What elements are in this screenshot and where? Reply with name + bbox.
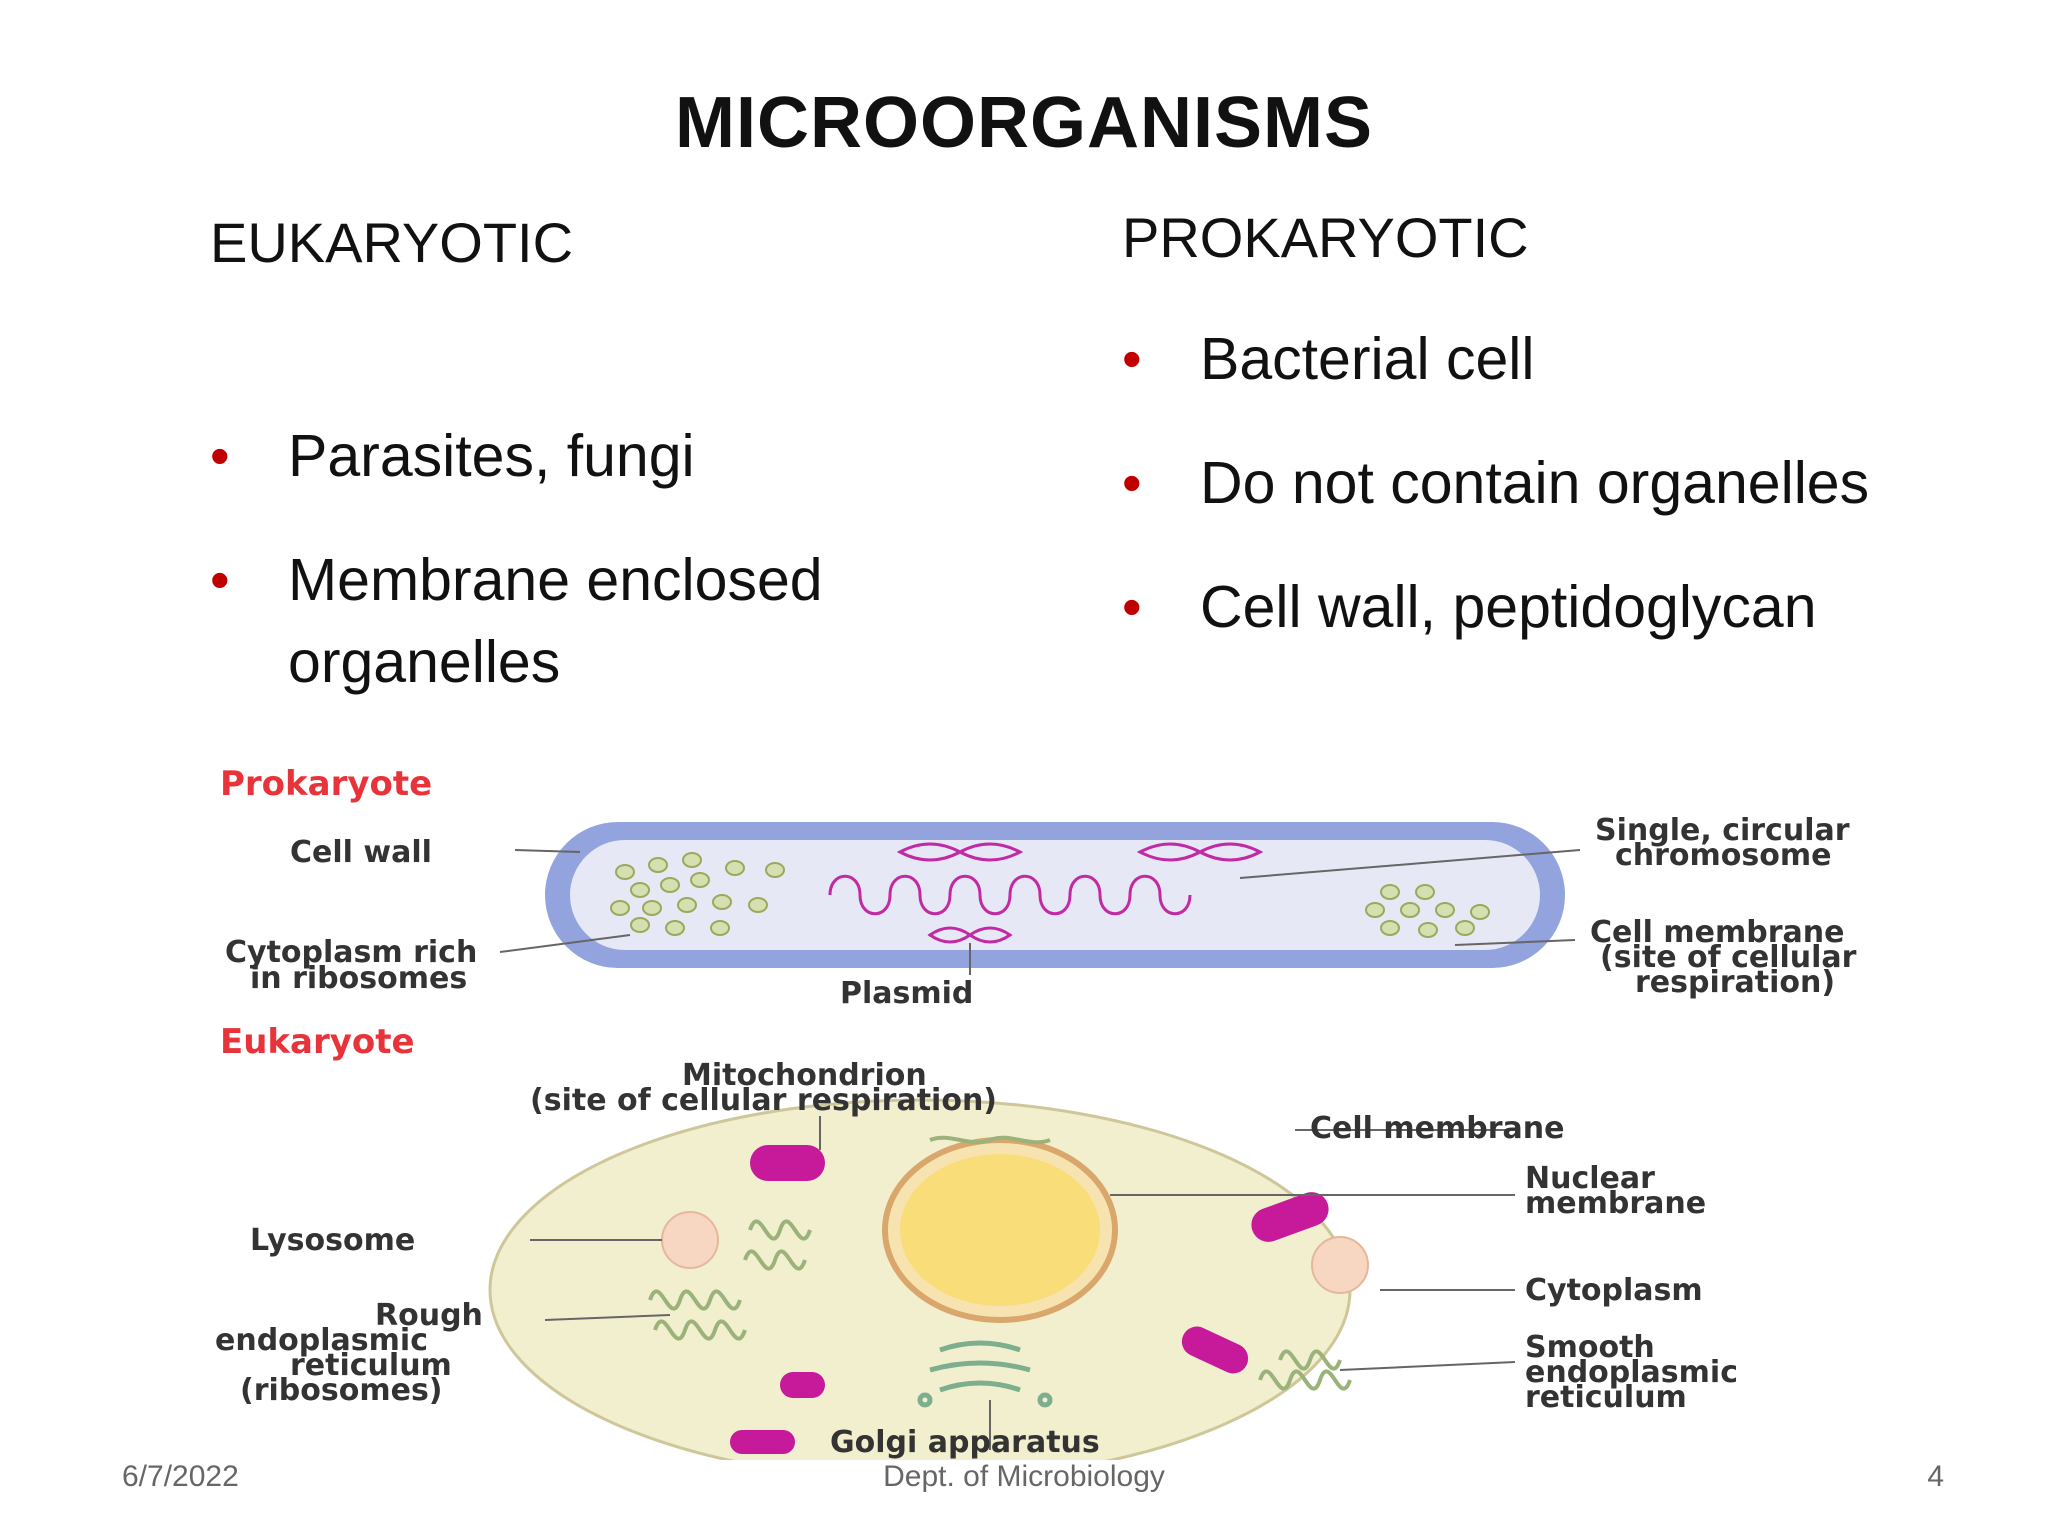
- chromosome-loop-right: [1136, 842, 1264, 862]
- bullet-icon: •: [210, 548, 230, 611]
- label-rough-er-line-3: reticulum: [290, 1348, 452, 1383]
- bullet-text: Cell wall, peptidoglycan: [1200, 574, 1817, 640]
- mitochondria: [730, 1145, 1329, 1454]
- label-chromosome-line-1: Single, circular: [1595, 813, 1850, 848]
- bullet-text: Do not contain organelles: [1200, 450, 1870, 516]
- bullet-icon: •: [210, 424, 230, 487]
- endoplasmic-reticulum: [648, 1135, 1352, 1391]
- prokaryote-cytoplasm: [570, 840, 1540, 950]
- list-item: • Do not contain organelles: [1122, 442, 1982, 524]
- cytoplasm-pointer: [499, 934, 631, 953]
- ribosome-cluster-right: [1365, 884, 1490, 938]
- label-rough-er-line-1: Rough: [375, 1298, 483, 1333]
- label-nuclear-membrane-line-1: Nuclear: [1525, 1161, 1655, 1196]
- label-smooth-er-line-3: reticulum: [1525, 1380, 1687, 1415]
- cell-comparison-diagram: Prokaryote Cell wall: [200, 760, 1980, 1460]
- eukaryotic-column: EUKARYOTIC • Parasites, fungi • Membrane e…: [210, 210, 1070, 745]
- golgi-apparatus-shape: [917, 1340, 1053, 1408]
- lysosome-right: [1311, 1236, 1369, 1294]
- prokaryotic-heading: PROKARYOTIC: [1122, 206, 1529, 269]
- label-lysosome: Lysosome: [250, 1223, 415, 1258]
- label-nuclear-membrane-line-2: membrane: [1525, 1186, 1706, 1221]
- bullet-icon: •: [1122, 327, 1142, 390]
- label-cell-membrane-line-2: (site of cellular: [1600, 940, 1857, 975]
- slide-title: MICROORGANISMS: [675, 83, 1373, 163]
- label-chromosome-line-2: chromosome: [1615, 838, 1832, 873]
- label-cytoplasm-line-2: in ribosomes: [250, 961, 467, 996]
- list-item: • Parasites, fungi: [210, 415, 1070, 497]
- smooth-er-pointer: [1339, 1361, 1516, 1371]
- label-smooth-er-line-1: Smooth: [1525, 1330, 1655, 1365]
- label-cell-membrane: Cell membrane: [1310, 1111, 1564, 1146]
- rough-er-pointer: [544, 1314, 671, 1321]
- ribosome-cluster-left: [610, 852, 785, 936]
- membrane-pointer: [1454, 939, 1576, 946]
- footer-page-number: 4: [1927, 1460, 1944, 1493]
- bullet-text: Parasites, fungi: [288, 423, 695, 489]
- label-cytoplasm: Cytoplasm: [1525, 1273, 1703, 1308]
- lysosome-left: [661, 1211, 719, 1269]
- bullet-text: Membrane enclosed organelles: [288, 547, 823, 695]
- bullet-icon: •: [1122, 575, 1142, 638]
- list-item: • Cell wall, peptidoglycan: [1122, 566, 1982, 648]
- eukaryote-heading: Eukaryote: [220, 1022, 415, 1062]
- cell-wall-pointer: [514, 849, 581, 853]
- eukaryotic-heading: EUKARYOTIC: [210, 211, 574, 274]
- label-rough-er-line-2: endoplasmic: [215, 1323, 428, 1358]
- chromosome-loop-left: [896, 842, 1024, 862]
- label-smooth-er-line-2: endoplasmic: [1525, 1355, 1738, 1390]
- label-golgi: Golgi apparatus: [830, 1425, 1100, 1460]
- label-cell-membrane-line-1: Cell membrane: [1590, 915, 1844, 950]
- prokaryote-heading: Prokaryote: [220, 764, 432, 804]
- label-cell-wall: Cell wall: [290, 835, 432, 870]
- label-cell-membrane-line-3: respiration): [1635, 965, 1835, 1000]
- bullet-icon: •: [1122, 451, 1142, 514]
- list-item: • Membrane enclosed organelles: [210, 539, 1070, 703]
- plasmid-shape: [927, 926, 1013, 944]
- prokaryotic-column: PROKARYOTIC • Bacterial cell • Do not cont…: [1122, 205, 1982, 690]
- chromosome-pointer: [1239, 849, 1581, 879]
- footer-date: 6/7/2022: [122, 1460, 239, 1493]
- cell-diagram-svg: Prokaryote Cell wall: [215, 764, 1857, 1460]
- bullet-text: Bacterial cell: [1200, 326, 1535, 392]
- footer-department: Dept. of Microbiology: [883, 1460, 1165, 1493]
- label-plasmid: Plasmid: [840, 976, 973, 1011]
- prokaryotic-bullet-list: • Bacterial cell • Do not contain organell…: [1122, 318, 1982, 648]
- circular-chromosome: [828, 874, 1192, 916]
- label-mitochondrion-line-2: (site of cellular respiration): [530, 1083, 997, 1118]
- nucleoplasm: [900, 1154, 1100, 1306]
- eukaryotic-bullet-list: • Parasites, fungi • Membrane enclosed org…: [210, 415, 1070, 703]
- label-mitochondrion-line-1: Mitochondrion: [682, 1058, 927, 1093]
- label-cytoplasm-line-1: Cytoplasm rich: [225, 935, 477, 970]
- label-rough-er-line-4: (ribosomes): [240, 1373, 443, 1408]
- list-item: • Bacterial cell: [1122, 318, 1982, 400]
